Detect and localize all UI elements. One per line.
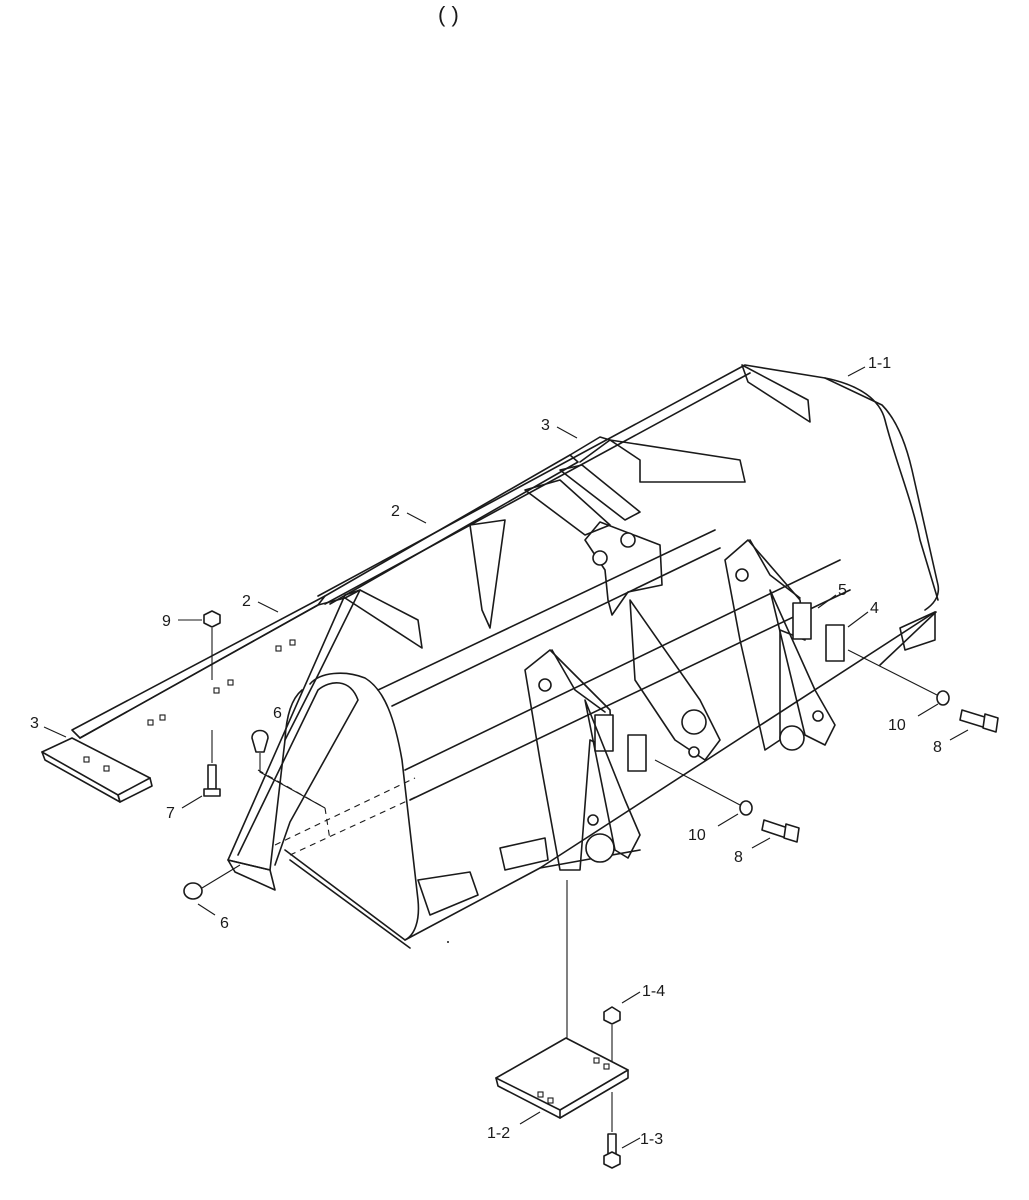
stray-dot xyxy=(447,941,449,943)
plug-6-upper xyxy=(251,729,326,809)
hinge-brackets xyxy=(524,521,845,871)
callout-labels: 1-1 3 2 2 9 3 6 7 6 5 4 10 8 10 8 1-4 1-… xyxy=(30,355,942,1148)
callout-9: 9 xyxy=(162,613,171,630)
cutting-edge xyxy=(71,436,611,739)
callout-1-1: 1-1 xyxy=(868,355,891,372)
leader-lines xyxy=(43,366,969,1149)
callout-10-right: 10 xyxy=(888,717,906,734)
bolt-8-mid xyxy=(761,819,800,843)
callout-8-mid: 8 xyxy=(734,849,743,866)
callout-3-left: 3 xyxy=(30,715,39,732)
callout-8-right: 8 xyxy=(933,739,942,756)
plug-6-lower xyxy=(183,864,241,900)
callout-6-lower: 6 xyxy=(220,915,229,932)
callout-1-2: 1-2 xyxy=(487,1125,510,1142)
washer-10-right xyxy=(847,649,950,706)
left-side-plate xyxy=(227,589,361,891)
callout-1-4: 1-4 xyxy=(642,983,665,1000)
callout-5: 5 xyxy=(838,582,847,599)
callout-6-upper: 6 xyxy=(273,705,282,722)
bolt-8-right xyxy=(959,709,999,733)
callout-3-top: 3 xyxy=(541,417,550,434)
wear-plate-1-2 xyxy=(495,880,629,1169)
bolt-7 xyxy=(203,730,221,797)
nut-9 xyxy=(203,610,221,680)
edge-adapters xyxy=(344,364,811,649)
callout-4: 4 xyxy=(870,600,879,617)
bucket-shell xyxy=(257,364,940,949)
callout-10-mid: 10 xyxy=(688,827,706,844)
callout-2-lower: 2 xyxy=(242,593,251,610)
callout-2-upper: 2 xyxy=(391,503,400,520)
washer-10-mid xyxy=(654,759,753,816)
callout-1-3: 1-3 xyxy=(640,1131,663,1148)
diagram-title-fragment: ( ) xyxy=(438,2,459,27)
callout-7: 7 xyxy=(166,805,175,822)
side-cutter-left xyxy=(41,737,153,803)
